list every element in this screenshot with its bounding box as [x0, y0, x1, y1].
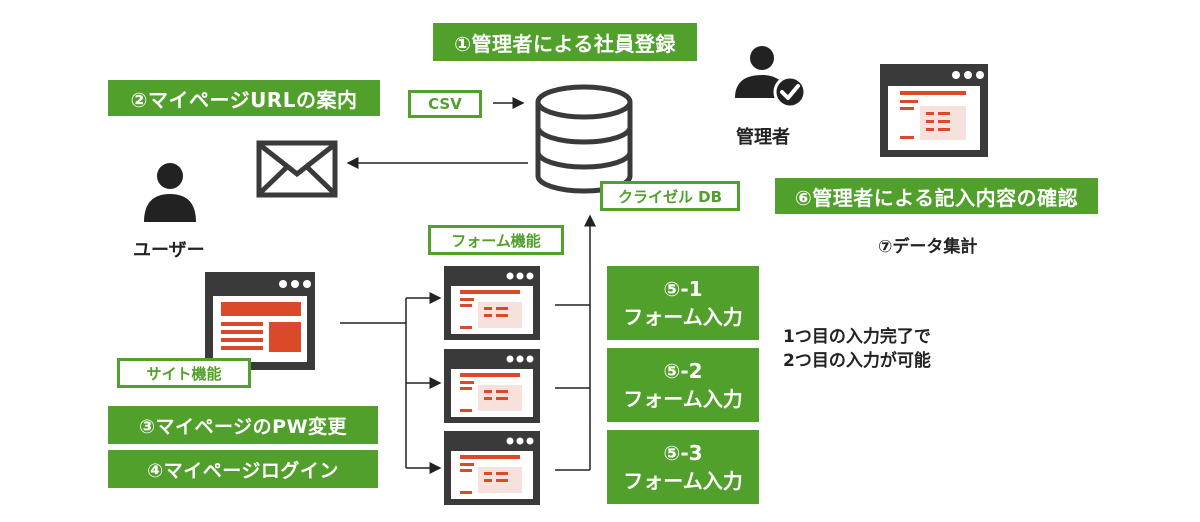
- mypage-url-label: ②マイページURLの案内: [108, 80, 380, 116]
- form-window-2-icon: [444, 349, 540, 423]
- form-window-1-icon: [444, 266, 540, 340]
- step-text: フォーム入力: [623, 469, 743, 493]
- step-number: ⑤-1: [663, 277, 703, 301]
- form-feature-label: フォーム機能: [428, 225, 564, 255]
- site-feature-label: サイト機能: [117, 358, 251, 388]
- mypage-login-label: ④マイページログイン: [108, 450, 378, 488]
- kurazel-db-label: クライゼル DB: [600, 181, 740, 211]
- step-5-1-box: ⑤-1 フォーム入力: [607, 266, 759, 340]
- admin-role-label: 管理者: [736, 127, 790, 148]
- step-text: フォーム入力: [623, 387, 743, 411]
- csv-label: CSV: [408, 90, 482, 118]
- admin-check-person-icon: [735, 46, 807, 108]
- user-role-label: ユーザー: [133, 240, 205, 261]
- person-icon: [144, 163, 196, 222]
- envelope-icon: [256, 140, 338, 198]
- admin-confirm-label: ⑥管理者による記入内容の確認: [775, 178, 1098, 214]
- step-number: ⑤-3: [663, 441, 703, 465]
- note-line-2: 2つ目の入力が可能: [783, 351, 931, 371]
- mypage-pw-label: ③マイページのPW変更: [108, 406, 378, 444]
- data-aggregate-label: ⑦データ集計: [878, 237, 978, 257]
- form-window-3-icon: [444, 431, 540, 505]
- note-line-1: 1つ目の入力完了で: [783, 327, 931, 347]
- step-5-3-box: ⑤-3 フォーム入力: [607, 430, 759, 504]
- admin-register-label: ①管理者による社員登録: [433, 23, 697, 61]
- step-text: フォーム入力: [623, 305, 743, 329]
- site-browser-window-icon: [205, 272, 315, 370]
- step-number: ⑤-2: [663, 359, 703, 383]
- step-5-2-box: ⑤-2 フォーム入力: [607, 348, 759, 422]
- browser-window-icon: [880, 64, 988, 157]
